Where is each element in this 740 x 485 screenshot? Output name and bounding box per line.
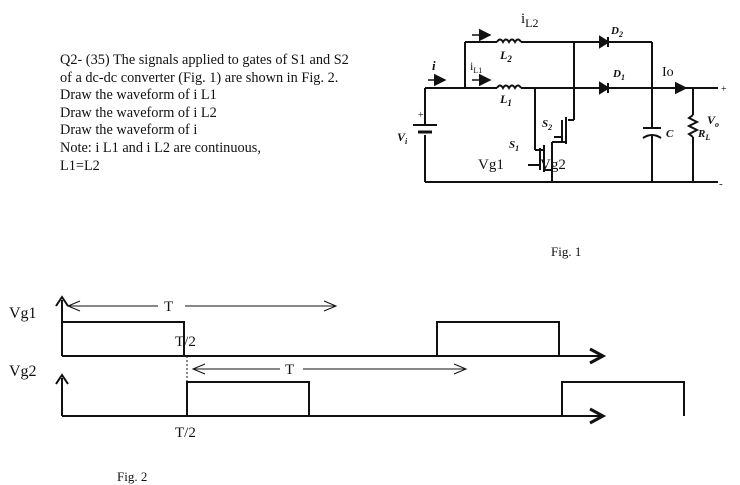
vg1-pulse (436, 321, 560, 356)
label-s2: S2 (542, 118, 552, 132)
arrow-left-icon (66, 300, 81, 312)
inductor-l1 (496, 84, 522, 90)
question-line: of a dc-dc converter (Fig. 1) are shown … (60, 69, 339, 86)
label-minus-bottom: - (719, 178, 723, 190)
question-line: Draw the waveform of i L2 (60, 104, 217, 121)
question-line: Q2- (35) The signals applied to gates of… (60, 52, 349, 68)
half-period-label: T/2 (175, 334, 196, 350)
pulse-group (61, 321, 685, 416)
diode-d1 (599, 81, 610, 95)
period-arrows (66, 300, 468, 375)
label-vo: Vo (707, 113, 719, 129)
arrow-right-icon (453, 363, 468, 375)
label-d2: D2 (610, 25, 623, 39)
vg1-x-arrow-icon (589, 347, 607, 365)
period-label: T (285, 362, 294, 378)
label-rl: RL (697, 128, 710, 142)
period-label: T (164, 299, 173, 315)
label-c: C (666, 128, 674, 140)
vg2-label: Vg2 (9, 363, 37, 380)
vg1-label: Vg1 (9, 305, 37, 322)
vg1-y-arrow-icon (55, 295, 69, 307)
label-vg2-gate: Vg2 (540, 157, 566, 173)
resistor-rl (686, 114, 700, 138)
current-arrows (428, 28, 688, 95)
waveform-labels: Vg1 Vg2 T T T/2 T/2 Fig. 2 (9, 299, 294, 484)
capacitor-plate-curved (642, 134, 662, 139)
vg2-pulse (561, 381, 685, 416)
label-vg1-gate: Vg1 (478, 157, 504, 173)
fig1-caption: Fig. 1 (551, 244, 581, 259)
question-line: Draw the waveform of i L1 (60, 87, 217, 104)
question-line: Note: i L1 and i L2 are continuous, (60, 139, 261, 156)
label-il2: iL2 (521, 11, 539, 30)
half-period-label: T/2 (175, 425, 196, 441)
label-l1: L1 (499, 92, 512, 108)
vg2-x-arrow-icon (589, 407, 607, 425)
fig2-caption: Fig. 2 (117, 469, 147, 484)
label-d1: D1 (612, 68, 625, 82)
diode-d2 (599, 35, 610, 49)
vg1-pulse (61, 321, 185, 356)
arrow-right-icon (323, 300, 338, 312)
question-line: L1=L2 (60, 157, 100, 174)
inductor-l2 (496, 38, 522, 44)
label-l2: L2 (499, 48, 512, 64)
label-plus-top: + (721, 84, 727, 95)
vg2-y-arrow-icon (55, 373, 69, 385)
question-line: Draw the waveform of i (60, 122, 198, 139)
label-vi: Vi (397, 130, 408, 146)
label-io: Io (662, 65, 674, 80)
vg2-pulse (186, 381, 310, 416)
label-il1: iL1 (470, 59, 482, 75)
label-i: i (432, 58, 436, 73)
circuit-diagram (413, 35, 718, 183)
label-s1: S1 (509, 139, 519, 153)
question-text: Q2- (35) The signals applied to gates of… (60, 52, 400, 175)
circuit-labels: iL2 L2 L1 i iL1 D2 D1 Io + - Vi + S1 S2 … (397, 11, 727, 259)
arrow-left-icon (191, 363, 206, 375)
label-vi-plus: + (418, 110, 424, 121)
waveform-diagram (55, 295, 607, 425)
